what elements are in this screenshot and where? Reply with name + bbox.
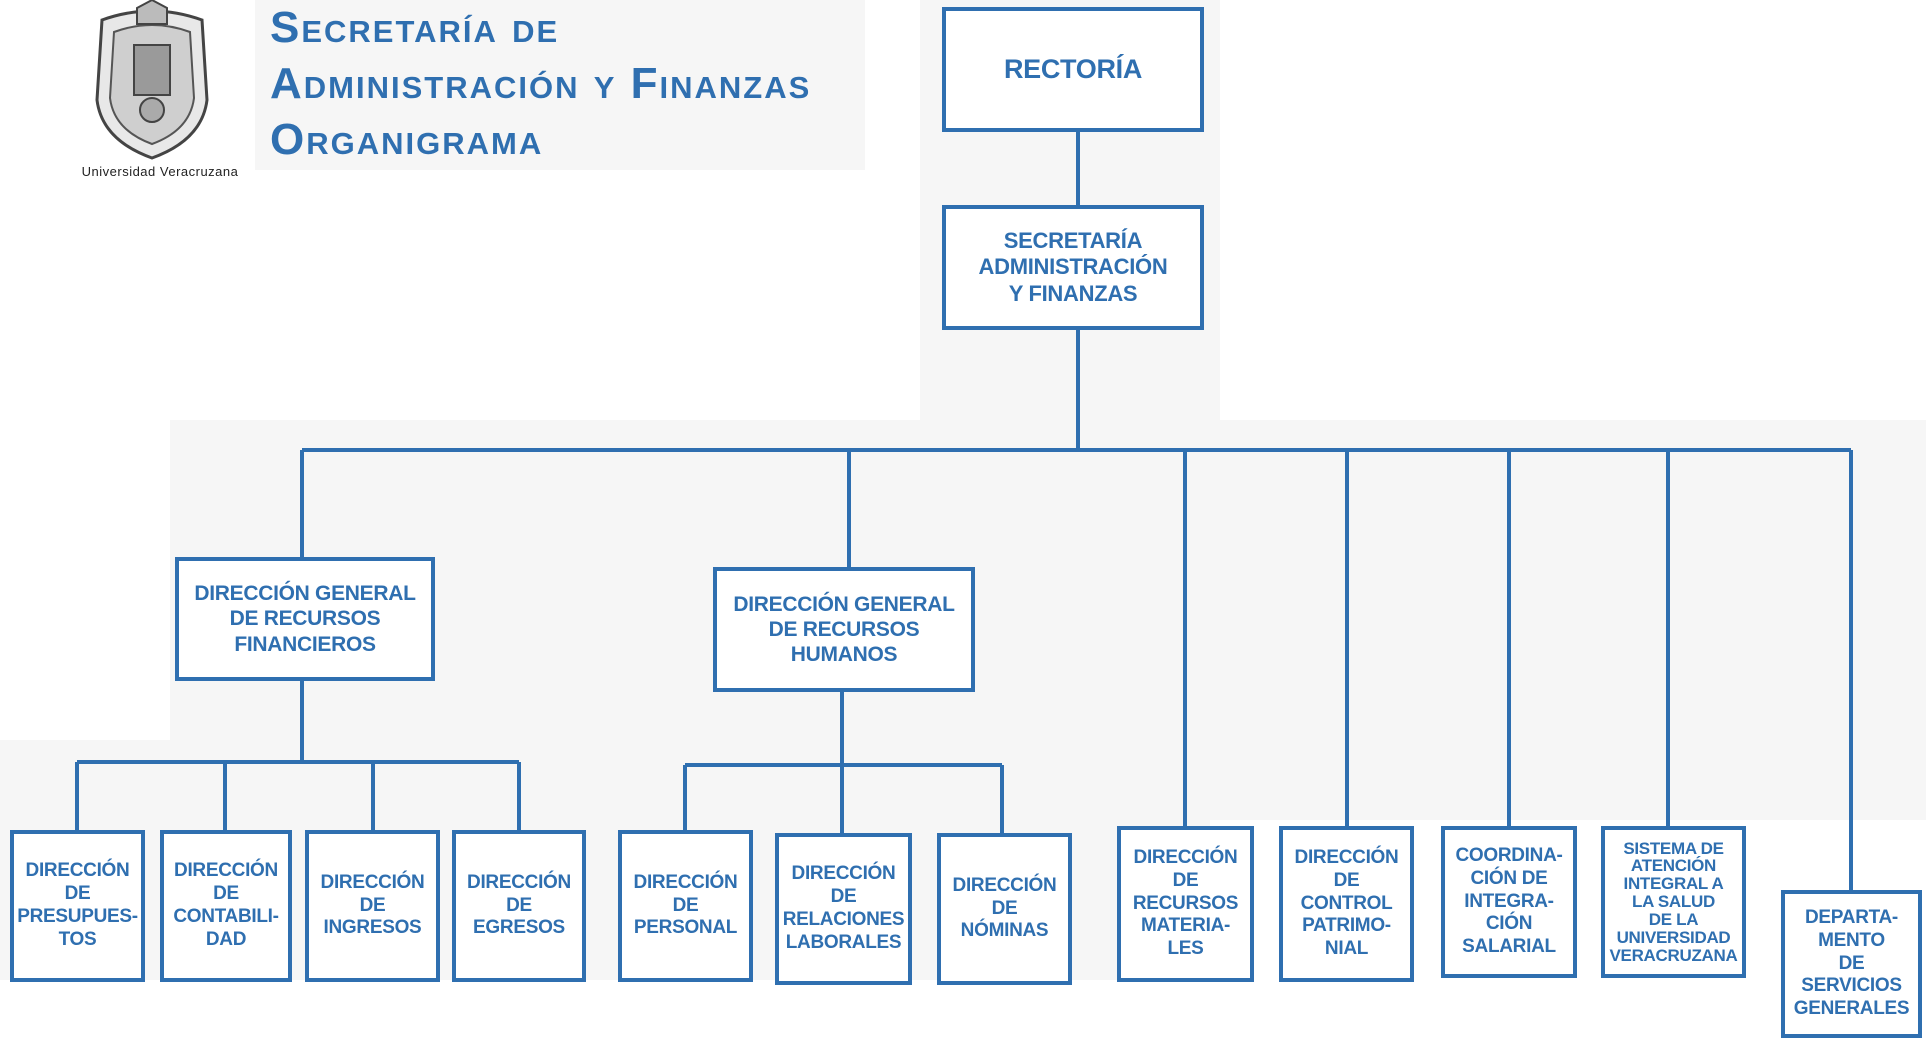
- box-sistema-atencion-salud: SISTEMA DE ATENCIÓN INTEGRAL A LA SALUD …: [1601, 826, 1746, 978]
- box-dg-recursos-financieros: DIRECCIÓN GENERAL DE RECURSOS FINANCIERO…: [175, 557, 435, 681]
- box-direccion-recursos-materiales: DIRECCIÓN DE RECURSOS MATERIA- LES: [1117, 826, 1254, 982]
- box-direccion-personal: DIRECCIÓN DE PERSONAL: [618, 830, 753, 982]
- title-line-1: Secretaría de: [270, 3, 560, 52]
- box-direccion-contabilidad: DIRECCIÓN DE CONTABILI- DAD: [160, 830, 292, 982]
- box-direccion-presupuestos: DIRECCIÓN DE PRESUPUES- TOS: [10, 830, 145, 982]
- university-seal-icon: [95, 0, 209, 160]
- title-line-2: Administración y Finanzas: [270, 59, 812, 108]
- box-dg-recursos-humanos: DIRECCIÓN GENERAL DE RECURSOS HUMANOS: [713, 567, 975, 692]
- page-title: Secretaría de Administración y Finanzas …: [270, 0, 811, 168]
- logo-caption: Universidad Veracruzana: [81, 164, 239, 179]
- box-departamento-servicios-generales: DEPARTA- MENTO DE SERVICIOS GENERALES: [1781, 890, 1922, 1038]
- box-coordinacion-integracion-salarial: COORDINA- CIÓN DE INTEGRA- CIÓN SALARIAL: [1441, 826, 1577, 978]
- box-rectoria: RECTORÍA: [942, 7, 1204, 132]
- box-direccion-nominas: DIRECCIÓN DE NÓMINAS: [937, 833, 1072, 985]
- box-direccion-ingresos: DIRECCIÓN DE INGRESOS: [305, 830, 440, 982]
- box-secretaria: SECRETARÍA ADMINISTRACIÓN Y FINANZAS: [942, 205, 1204, 330]
- title-line-3: Organigrama: [270, 115, 544, 164]
- box-direccion-control-patrimonial: DIRECCIÓN DE CONTROL PATRIMO- NIAL: [1279, 826, 1414, 982]
- box-direccion-relaciones-laborales: DIRECCIÓN DE RELACIONES LABORALES: [775, 833, 912, 985]
- box-direccion-egresos: DIRECCIÓN DE EGRESOS: [452, 830, 586, 982]
